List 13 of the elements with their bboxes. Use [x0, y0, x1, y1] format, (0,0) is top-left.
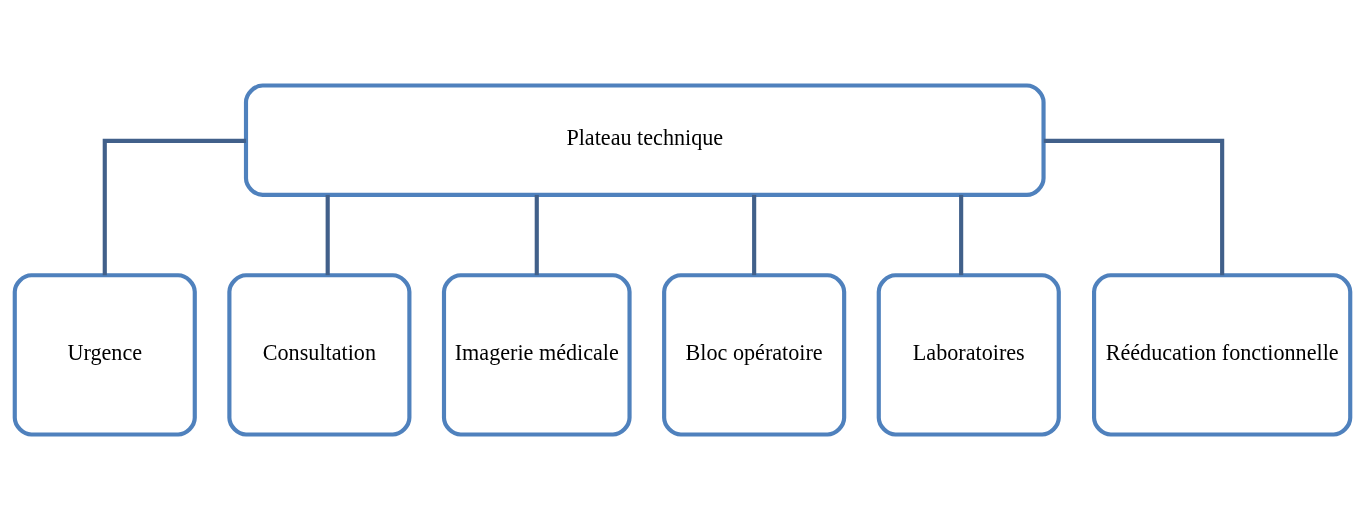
connector — [752, 194, 757, 275]
node-box: Urgence — [12, 272, 197, 437]
node-box: Rééducation fonctionnelle — [1092, 272, 1353, 437]
node-box: Consultation — [227, 272, 412, 437]
node-box: Plateau technique — [243, 82, 1046, 197]
node-box: Imagerie médicale — [441, 272, 632, 437]
connector — [1043, 138, 1225, 275]
connector — [325, 194, 330, 275]
connector — [534, 194, 539, 275]
node-box: Bloc opératoire — [662, 272, 847, 437]
connector — [102, 138, 246, 275]
connector — [959, 194, 964, 275]
node-box: Laboratoires — [876, 272, 1061, 437]
